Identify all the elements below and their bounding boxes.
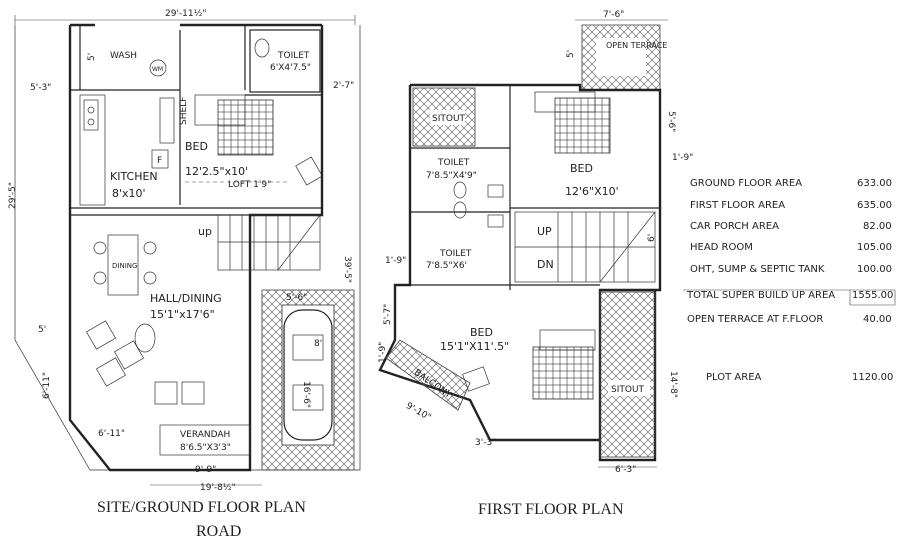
area-row-label: FIRST FLOOR AREA — [690, 200, 785, 211]
washing-machine-icon — [149, 59, 167, 77]
bed-icon — [217, 99, 274, 156]
bed-top-icon — [554, 97, 611, 154]
right-depth-dim: 39'-5" — [342, 256, 352, 283]
wash-gap-dim: 5' — [87, 53, 97, 61]
area-row-value: 633.00 — [857, 178, 892, 189]
area-row-label: HEAD ROOM — [690, 242, 753, 253]
first-up-label: UP — [537, 225, 552, 238]
ground-up-label: up — [198, 225, 212, 238]
stair-width-dim: 6' — [647, 234, 657, 242]
balcony-a-dim: 9'-10" — [404, 401, 432, 423]
bed-top-label: BED — [570, 162, 593, 175]
toilet-1-size: 7'8.5"X4'9" — [426, 171, 477, 181]
bed-bottom-icon — [532, 346, 594, 400]
toilet-2-label: TOILET — [439, 249, 472, 259]
ground-floor-caption: SITE/GROUND FLOOR PLAN — [97, 499, 306, 516]
left-2-dim: 5'-7" — [383, 304, 393, 325]
toilet-1-label: TOILET — [437, 158, 470, 168]
left-depth-dim: 29'-5" — [8, 182, 18, 209]
area-row-value: 1120.00 — [852, 372, 893, 383]
bottom-width-dim: 19'-8½" — [200, 483, 236, 493]
overall-width-dim: 29'-11½" — [165, 9, 207, 19]
area-row-label: OHT, SUMP & SEPTIC TANK — [690, 264, 825, 275]
toilet-label: TOILET — [277, 51, 310, 61]
loft-label: LOFT 1'9" — [228, 180, 271, 190]
dining-table-icon — [107, 234, 139, 296]
toilet-2-size: 7'8.5"X6' — [426, 261, 467, 271]
corner-b-dim: 6'-11" — [42, 372, 52, 399]
kitchen-size: 8'x10' — [112, 187, 146, 200]
ground-stairs: up — [198, 214, 321, 271]
sitout-top-label: SITOUT — [432, 114, 466, 124]
left-offset-dim: 5'-3" — [30, 83, 51, 93]
area-table: GROUND FLOOR AREA 633.00 FIRST FLOOR ARE… — [683, 178, 896, 383]
balcony-hatch — [385, 339, 471, 411]
first-floor-stairs: UP DN 6' — [514, 211, 657, 283]
verandah-label: VERANDAH — [180, 430, 230, 440]
area-row-value: 82.00 — [863, 221, 892, 232]
first-floor-plan: OPEN TERRACE 7'-6" 5' SITOUT BED 12'6"X1… — [378, 10, 693, 518]
area-row: OHT, SUMP & SEPTIC TANK 100.00 — [690, 264, 892, 275]
toilet-right-dim: 2'-7" — [333, 81, 354, 91]
balcony-b-dim: 3'-3" — [475, 438, 496, 448]
toilet-size: 6'X4'7.5" — [270, 63, 311, 73]
terrace-width-dim: 7'-6" — [603, 10, 624, 20]
ground-floor-plan: 29'-11½" 29'-5" 39'-5" WASH WM 5' TOILET… — [8, 9, 361, 540]
car-length-dim: 16'-6" — [301, 381, 311, 408]
hall-size: 15'1"x17'6" — [150, 308, 215, 321]
left-3-dim: 1'-9" — [378, 342, 388, 363]
kitchen-label: KITCHEN — [110, 170, 158, 183]
toilet-seat-icon — [254, 38, 270, 58]
area-row: FIRST FLOOR AREA 635.00 — [690, 200, 892, 211]
wash-label: WASH — [110, 51, 137, 61]
car-width-dim: 8' — [314, 339, 322, 349]
area-row-label: OPEN TERRACE AT F.FLOOR — [687, 314, 823, 325]
sitout-depth-dim: 14'-8" — [668, 371, 678, 398]
bed-side-dim: 5'-6" — [666, 111, 676, 132]
area-row: HEAD ROOM 105.00 — [690, 242, 892, 253]
shelf-label: SHELF — [179, 97, 189, 125]
road-label: ROAD — [196, 523, 241, 540]
area-row: TOTAL SUPER BUILD UP AREA 1555.00 — [686, 290, 893, 301]
area-row: OPEN TERRACE AT F.FLOOR 40.00 — [687, 314, 892, 325]
wm-label: WM — [152, 66, 163, 73]
area-row-label: TOTAL SUPER BUILD UP AREA — [686, 290, 835, 301]
area-row: GROUND FLOOR AREA 633.00 — [690, 178, 892, 189]
bed-corner-dim: 1'-9" — [672, 153, 693, 163]
terrace-left-dim: 5' — [566, 50, 576, 58]
first-floor-caption: FIRST FLOOR PLAN — [478, 501, 624, 518]
sitout-right-hatch — [599, 291, 656, 458]
bed-top-size: 12'6"X10' — [565, 185, 619, 198]
hall-left-dim: 5' — [38, 325, 46, 335]
open-terrace-label: OPEN TERRACE — [606, 41, 667, 50]
fridge-label: F — [157, 156, 162, 166]
sitout-width-dim: 6'-3" — [615, 465, 636, 475]
bed-size: 12'2.5"x10' — [185, 165, 248, 178]
first-dn-label: DN — [537, 258, 554, 271]
dining-label: DINING — [112, 262, 137, 270]
area-row-label: PLOT AREA — [706, 372, 762, 383]
bed-bottom-size: 15'1"X11'.5" — [440, 340, 509, 353]
sitout-right-label: SITOUT — [611, 385, 645, 395]
area-row-label: CAR PORCH AREA — [690, 221, 779, 232]
area-row-value: 1555.00 — [852, 290, 893, 301]
bed-label: BED — [185, 140, 208, 153]
area-row-value: 40.00 — [863, 314, 892, 325]
hall-label: HALL/DINING — [150, 292, 222, 305]
area-row: PLOT AREA 1120.00 — [706, 372, 893, 383]
area-row: CAR PORCH AREA 82.00 — [690, 221, 892, 232]
area-row-value: 635.00 — [857, 200, 892, 211]
verandah-size: 8'6.5"X3'3" — [180, 443, 231, 453]
verandah-width-dim: 9'-9" — [195, 465, 216, 475]
bed-bottom-label: BED — [470, 326, 493, 339]
area-row-label: GROUND FLOOR AREA — [690, 178, 802, 189]
left-1-dim: 1'-9" — [385, 256, 406, 266]
corner-a-dim: 6'-11" — [98, 429, 125, 439]
car-icon — [283, 309, 333, 441]
area-row-value: 105.00 — [857, 242, 892, 253]
porch-width-dim: 5'-6" — [286, 293, 307, 303]
area-row-value: 100.00 — [857, 264, 892, 275]
